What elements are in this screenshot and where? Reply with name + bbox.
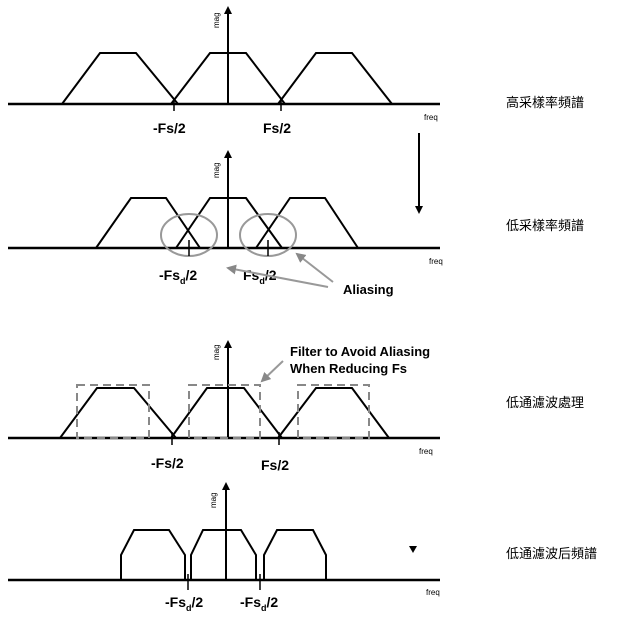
label-pos-decimated-nyquist: -Fsd/2 <box>240 594 278 613</box>
side-label: 低通濾波處理 <box>506 396 584 411</box>
spectrum-copy-left <box>95 197 201 249</box>
side-label: 低通濾波后頻譜 <box>506 547 597 562</box>
label-neg-nyquist: -Fs/2 <box>151 455 184 471</box>
freq-axis-label: freq <box>419 447 433 456</box>
filtered-copy-right <box>263 529 327 580</box>
mag-axis-label: mag <box>212 344 221 360</box>
spectrum-baseband <box>170 52 286 105</box>
spectrum-copy-left <box>59 387 177 439</box>
freq-axis-label: freq <box>424 113 438 122</box>
filter-annotation-line1: Filter to Avoid Aliasing <box>290 344 430 359</box>
panel-after-filtering: mag freq -Fsd/2 -Fsd/2 低通濾波后頻譜 <box>8 482 597 613</box>
filter-passband-right <box>297 384 370 439</box>
spectrum-copy-right <box>277 387 390 439</box>
filter-annotation-line2: When Reducing Fs <box>290 361 407 376</box>
filter-passband-center <box>188 384 261 439</box>
mag-axis-label: mag <box>209 492 218 508</box>
aliasing-pointer-left <box>226 264 329 288</box>
spectrum-copy-left <box>61 52 179 105</box>
panel-lowpass-filtering: mag freq -Fs/2 Fs/2 Filter to Avoid Alia… <box>8 340 584 473</box>
small-triangle-marker <box>409 546 417 553</box>
aliasing-annotation: Aliasing <box>343 282 394 297</box>
label-pos-nyquist: Fs/2 <box>263 120 291 136</box>
spectrum-baseband <box>175 197 283 249</box>
filtered-baseband <box>190 529 257 580</box>
spectrum-copy-right <box>255 197 359 249</box>
panel-low-sample-rate: mag freq -Fsd/2 Fsd/2 Aliasing 低采樣率頻譜 <box>8 150 584 297</box>
freq-axis-label: freq <box>429 257 443 266</box>
label-pos-nyquist: Fs/2 <box>261 457 289 473</box>
freq-axis-label: freq <box>426 588 440 597</box>
panel-high-sample-rate: mag freq -Fs/2 Fs/2 高采樣率頻譜 <box>8 6 584 136</box>
filter-passband-left <box>76 384 150 439</box>
mag-axis-label: mag <box>212 162 221 178</box>
aliasing-pointer-right <box>295 252 334 283</box>
label-neg-decimated-nyquist: -Fsd/2 <box>165 594 203 613</box>
side-label: 高采樣率頻譜 <box>506 95 584 111</box>
filtered-copy-left <box>120 529 186 580</box>
filter-pointer <box>260 360 284 383</box>
side-label: 低采樣率頻譜 <box>506 218 584 234</box>
spectrum-copy-right <box>277 52 393 105</box>
spectrum-baseband <box>170 387 283 439</box>
label-neg-nyquist: -Fs/2 <box>153 120 186 136</box>
mag-axis-label: mag <box>212 12 221 28</box>
label-neg-decimated-nyquist: -Fsd/2 <box>159 267 197 286</box>
